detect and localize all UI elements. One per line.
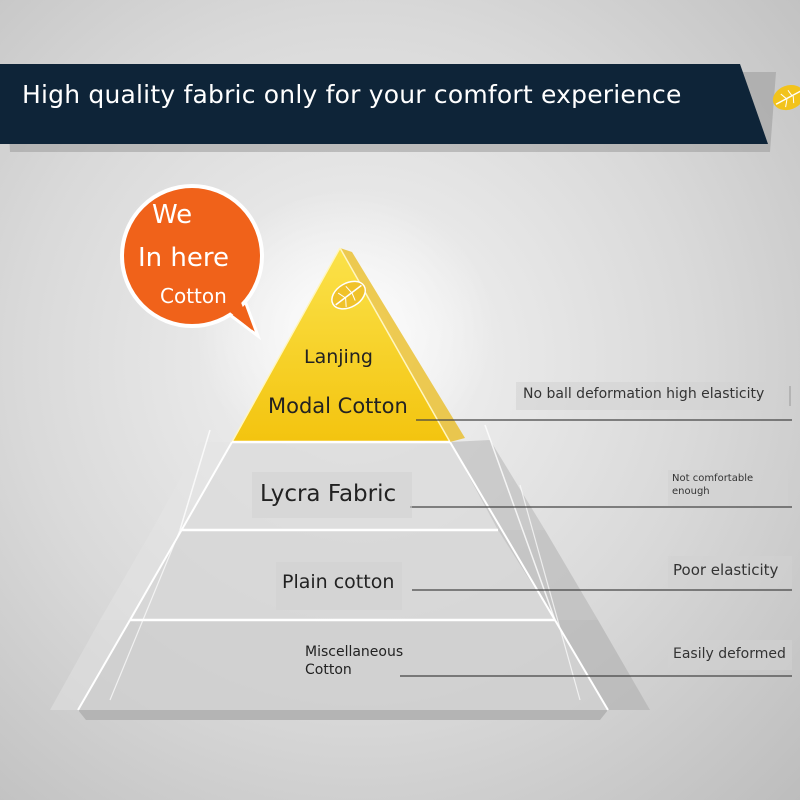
label-chip bbox=[300, 640, 400, 686]
banner-title: High quality fabric only for your comfor… bbox=[22, 80, 682, 109]
tier-2-note-line-1: Not comfortable bbox=[672, 473, 754, 484]
note-chip bbox=[668, 556, 792, 588]
bubble-line-3: Cotton bbox=[160, 284, 227, 308]
tier-3-label: Plain cotton bbox=[282, 571, 395, 593]
speech-bubble bbox=[120, 184, 264, 341]
apex-tier bbox=[232, 248, 450, 442]
header-banner bbox=[0, 64, 776, 152]
label-chip bbox=[252, 472, 412, 518]
tier-2-note-line-2: enough bbox=[672, 486, 710, 497]
callout-lines bbox=[400, 419, 792, 677]
bubble-line-2: In here bbox=[138, 243, 229, 273]
tier-1-label-line-2: Modal Cotton bbox=[268, 394, 408, 418]
tier-4-label-line-1: Miscellaneous bbox=[305, 644, 404, 660]
tier-4-label-line-2: Cotton bbox=[305, 662, 352, 678]
tier-2-label: Lycra Fabric bbox=[260, 481, 397, 507]
tier-3-note: Poor elasticity bbox=[673, 561, 779, 579]
tier-4-note: Easily deformed bbox=[673, 646, 786, 662]
tier-1-label-line-1: Lanjing bbox=[304, 346, 373, 368]
banner-background bbox=[0, 64, 776, 152]
note-chip bbox=[668, 640, 792, 670]
bubble-line-1: We bbox=[152, 200, 193, 230]
note-chip bbox=[668, 470, 788, 506]
note-chip bbox=[516, 382, 780, 410]
tier-1-note: No ball deformation high elasticity bbox=[523, 386, 765, 402]
label-chip bbox=[276, 562, 402, 610]
leaf-icon bbox=[772, 85, 800, 111]
leaf-icon bbox=[331, 280, 367, 310]
